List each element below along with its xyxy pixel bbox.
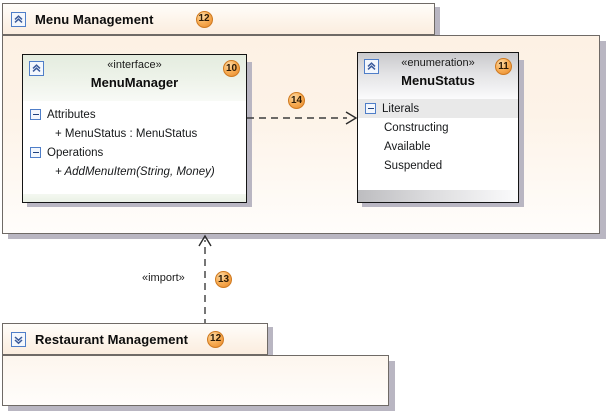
package-badge-restaurant-management: 12 — [207, 330, 225, 348]
chevron-up-icon[interactable] — [364, 59, 379, 74]
connector-label-import: «import» — [142, 272, 185, 284]
attribute-row[interactable]: + MenuStatus : MenuStatus — [23, 124, 246, 143]
chevron-up-icon[interactable] — [29, 61, 44, 76]
literal-text: Available — [384, 140, 431, 153]
attribute-text: + MenuStatus : MenuStatus — [55, 127, 198, 140]
compartment-header-operations[interactable]: Operations — [23, 143, 246, 162]
package-title-menu-management: Menu Management — [35, 11, 154, 27]
classifier-stereotype-menu-status: «enumeration» — [401, 57, 475, 69]
literal-row[interactable]: Constructing — [358, 118, 518, 137]
classifier-shadow-menustatus — [519, 60, 524, 207]
operation-text: + AddMenuItem(String, Money) — [55, 165, 215, 178]
classifier-shadow-menumanager-bottom — [27, 202, 252, 207]
compartment-header-literals[interactable]: Literals — [358, 99, 518, 118]
classifier-badge-menu-status: 11 — [495, 58, 512, 75]
chevron-up-icon[interactable] — [11, 11, 26, 27]
classifier-menu-status[interactable]: «enumeration» MenuStatus 11 Literals Con… — [357, 52, 519, 203]
literal-text: Constructing — [384, 121, 449, 134]
package-body-shadow-menu-bottom — [8, 233, 606, 239]
package-title-restaurant-management: Restaurant Management — [35, 331, 189, 347]
package-body-shadow-menu — [600, 41, 606, 239]
package-body-restaurant-management — [2, 355, 389, 406]
classifier-header-menu-status: «enumeration» MenuStatus 11 — [358, 53, 518, 99]
classifier-shadow-menustatus-bottom — [362, 202, 524, 207]
chevron-down-icon[interactable] — [11, 331, 26, 347]
connector-dependency-menumanager-menustatus[interactable] — [247, 110, 359, 126]
classifier-body-menu-status: Literals Constructing Available Suspende… — [358, 99, 518, 202]
compartment-label: Operations — [47, 146, 104, 159]
literal-row[interactable]: Available — [358, 137, 518, 156]
connector-badge-13: 13 — [215, 271, 232, 288]
connector-import-restaurant-menu[interactable] — [195, 234, 215, 326]
classifier-header-menu-manager: «interface» MenuManager 10 — [23, 55, 246, 101]
classifier-name-menu-manager: MenuManager — [90, 75, 179, 90]
classifier-footer-menu-status — [358, 190, 518, 202]
classifier-footer-menu-manager — [23, 194, 246, 202]
literal-text: Suspended — [384, 159, 443, 172]
classifier-name-menu-status: MenuStatus — [401, 73, 475, 88]
literal-row[interactable]: Suspended — [358, 156, 518, 175]
classifier-badge-menu-manager: 10 — [223, 60, 240, 77]
classifier-body-menu-manager: Attributes + MenuStatus : MenuStatus Ope… — [23, 101, 246, 202]
minus-box-icon[interactable] — [365, 103, 376, 114]
operation-row[interactable]: + AddMenuItem(String, Money) — [23, 162, 246, 181]
minus-box-icon[interactable] — [30, 147, 41, 158]
package-tab-shadow-menu — [435, 7, 440, 40]
package-tab-shadow-restaurant — [268, 327, 273, 360]
compartment-label: Literals — [382, 102, 420, 115]
package-tab-restaurant-management[interactable]: Restaurant Management 12 — [2, 323, 268, 355]
classifier-shadow-menumanager — [247, 62, 252, 207]
classifier-stereotype-menu-manager: «interface» — [107, 59, 162, 71]
package-badge-menu-management: 12 — [195, 10, 213, 28]
package-body-shadow-restaurant — [389, 361, 395, 411]
minus-box-icon[interactable] — [30, 109, 41, 120]
compartment-label: Attributes — [47, 108, 96, 121]
package-tab-menu-management[interactable]: Menu Management 12 — [2, 3, 435, 35]
connector-badge-14: 14 — [288, 92, 305, 109]
classifier-menu-manager[interactable]: «interface» MenuManager 10 Attributes + … — [22, 54, 247, 203]
compartment-header-attributes[interactable]: Attributes — [23, 105, 246, 124]
package-body-shadow-restaurant-bottom — [8, 405, 395, 411]
